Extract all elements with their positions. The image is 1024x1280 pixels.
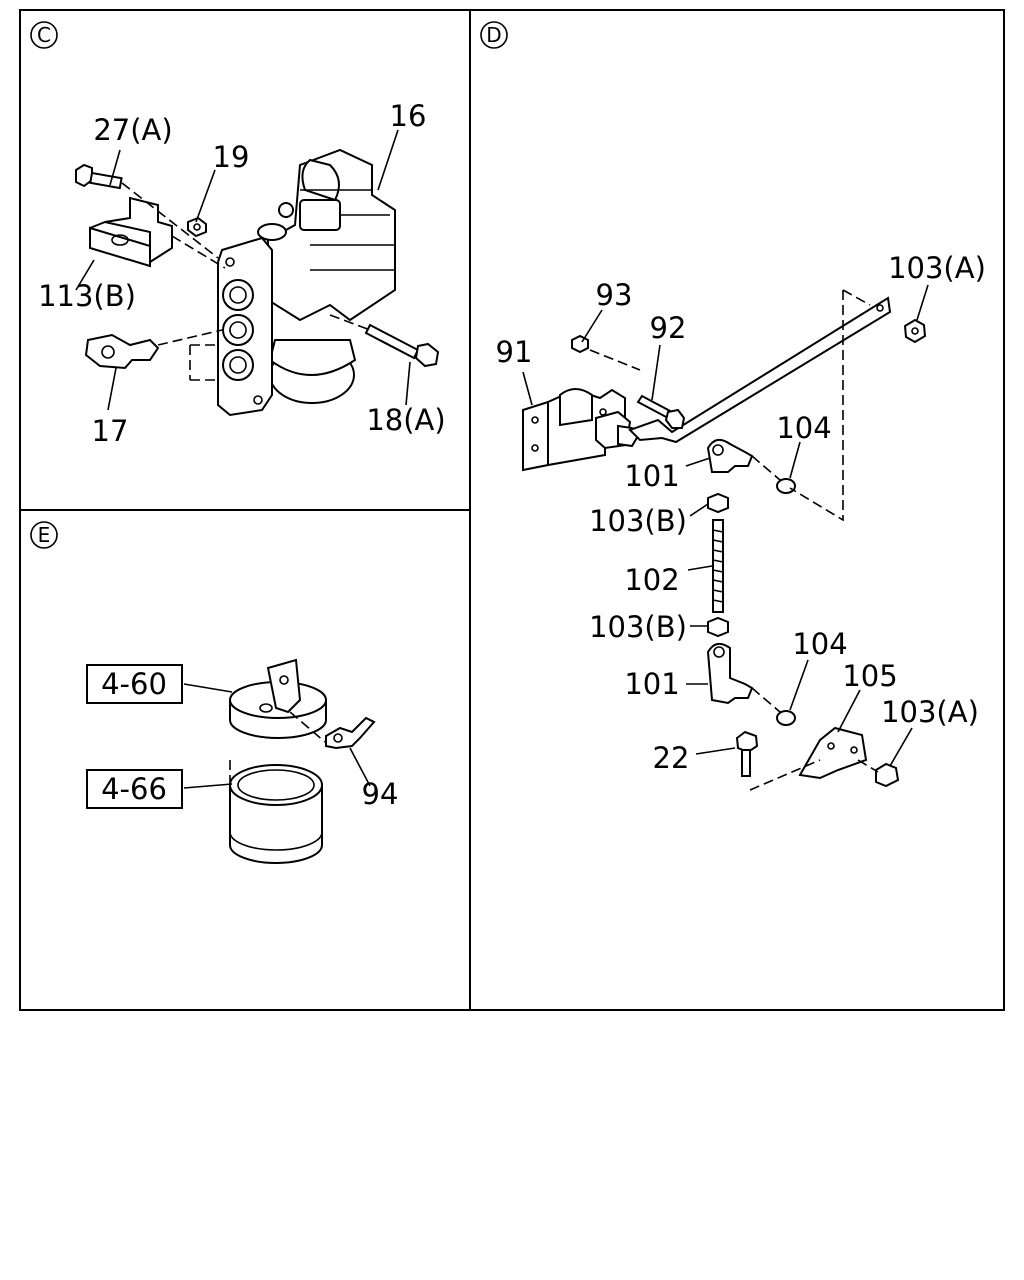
valve-assembly-drawing [217,148,396,417]
callout-113b: 113(B) [38,279,136,313]
callout-103a-top: 103(A) [888,251,986,285]
callout-94: 94 [362,777,399,811]
callout-92: 92 [650,311,687,345]
sensor-94-drawing [325,716,376,750]
reference-label-4-60: 4-60 [101,667,167,701]
callout-27a: 27(A) [93,113,172,147]
bolt-27a-drawing [75,163,123,190]
ball-joint-101-top-drawing [706,438,754,473]
elbow-17-drawing [84,333,160,370]
bolt-22-drawing [735,730,759,777]
callout-93: 93 [596,278,633,312]
section-marker-c: C [30,21,58,49]
filter-cap-drawing [229,658,327,739]
callout-104-top: 104 [776,411,831,445]
callout-22: 22 [653,741,690,775]
reference-label-4-66: 4-66 [101,772,167,806]
bracket-113b-drawing [89,196,173,264]
lever-arm-drawing [628,296,892,444]
ball-joint-101-bottom-drawing [706,642,754,705]
panel-c: 16 27(A) 19 113(B) 17 18(A) [38,99,446,448]
section-marker-e: E [30,521,58,549]
svg-text:E: E [38,523,51,547]
callout-103b-top: 103(B) [589,504,687,538]
bolt-92-drawing [636,394,686,429]
callout-102: 102 [624,563,679,597]
bracket-105-drawing [798,726,868,780]
section-marker-d: D [480,21,508,49]
svg-text:D: D [486,23,501,47]
bolt-18a-drawing [364,323,440,368]
panel-d: 93 92 91 103(A) 104 101 103(B) 102 103(B… [496,251,986,791]
callout-91: 91 [496,335,533,369]
svg-text:C: C [37,23,51,47]
callout-103a-bottom: 103(A) [881,695,979,729]
callout-16: 16 [390,99,427,133]
filter-canister-drawing [229,764,323,864]
callout-18a: 18(A) [366,403,445,437]
reference-box-4-66 [86,769,183,809]
callout-103b-bottom: 103(B) [589,610,687,644]
sensor-bracket-91-drawing [522,388,640,472]
threaded-rod-102-drawing [712,519,724,613]
reference-box-4-60 [86,664,183,704]
callout-17: 17 [92,414,129,448]
panel-e: 4-60 4-66 94 [86,658,399,864]
callout-105: 105 [842,659,897,693]
callout-104-bottom: 104 [792,627,847,661]
callout-101-bottom: 101 [624,667,679,701]
callout-101-top: 101 [624,459,679,493]
callout-19: 19 [213,140,250,174]
